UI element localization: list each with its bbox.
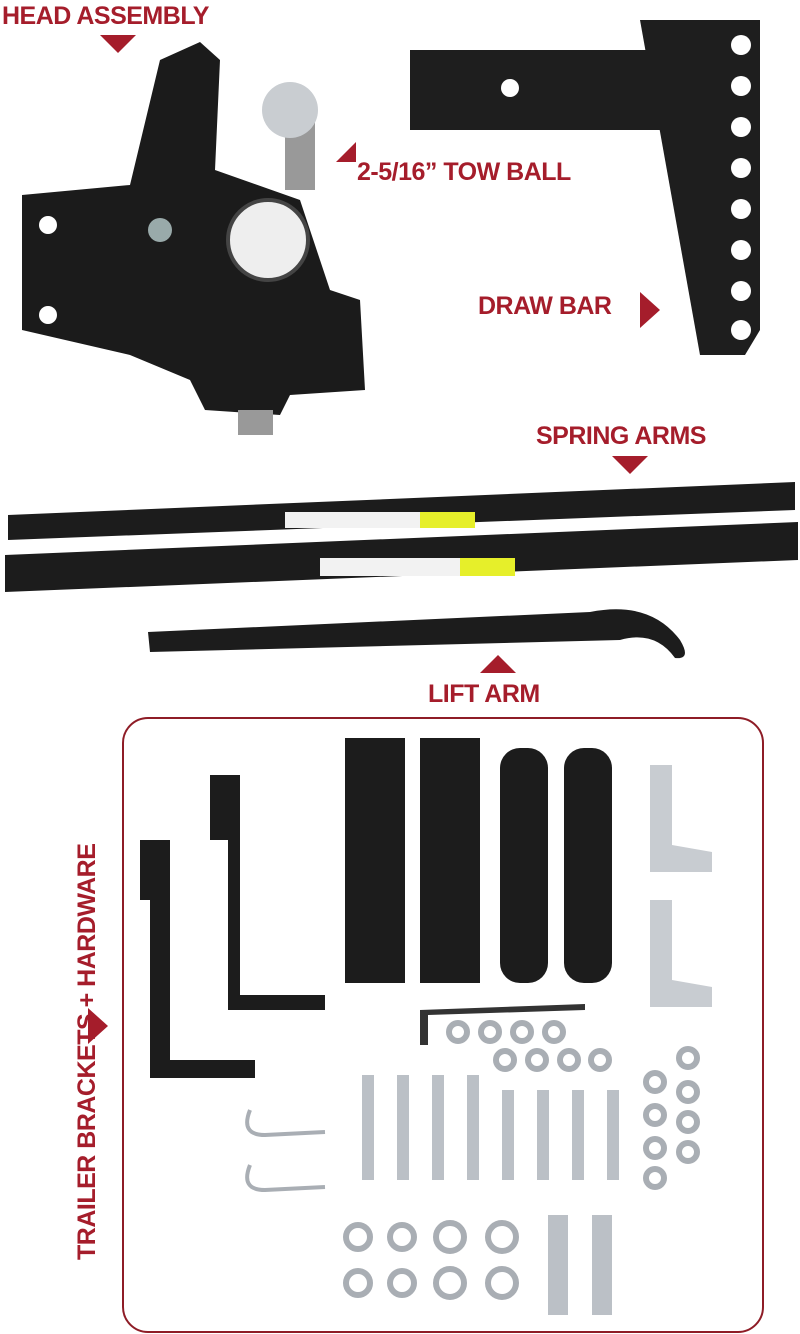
arrow-right-icon bbox=[88, 1008, 108, 1044]
label-trailer-brackets-hardware: TRAILER BRACKETS + HARDWARE bbox=[73, 843, 101, 1260]
head-assembly bbox=[22, 42, 365, 435]
arrow-down-icon bbox=[100, 35, 136, 53]
trailer-brackets-hardware bbox=[140, 738, 712, 1315]
gauge bbox=[226, 198, 310, 282]
arrow-right-icon bbox=[640, 292, 660, 328]
label-draw-bar: DRAW BAR bbox=[478, 292, 612, 320]
arrow-down-icon bbox=[612, 456, 648, 474]
label-head-assembly: HEAD ASSEMBLY bbox=[2, 2, 209, 30]
label-spring-arms: SPRING ARMS bbox=[536, 422, 706, 450]
hardware-frame bbox=[122, 717, 764, 1333]
arrow-icon bbox=[336, 142, 356, 162]
draw-bar bbox=[410, 20, 760, 355]
arrow-up-icon bbox=[480, 655, 516, 673]
label-tow-ball: 2-5/16” TOW BALL bbox=[357, 158, 571, 186]
tow-ball bbox=[262, 82, 318, 138]
lift-arm bbox=[148, 609, 685, 659]
label-lift-arm: LIFT ARM bbox=[428, 680, 540, 708]
spring-arms bbox=[5, 482, 798, 592]
